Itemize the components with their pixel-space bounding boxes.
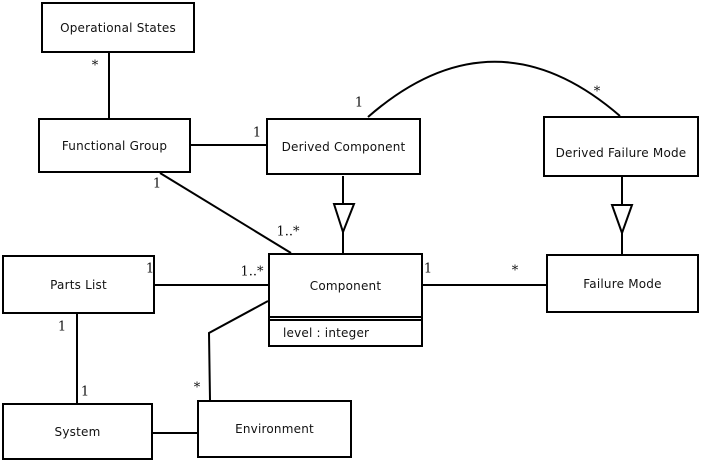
multiplicity-label: * bbox=[511, 263, 519, 279]
multiplicity-label: * bbox=[593, 84, 601, 100]
class-box-environment: Environment bbox=[197, 400, 352, 458]
class-box-component: Component level : integer bbox=[268, 253, 423, 347]
class-name: Functional Group bbox=[61, 138, 168, 153]
multiplicity-label: * bbox=[193, 380, 201, 396]
edge-derived-component-derived-failure-mode bbox=[367, 60, 621, 118]
multiplicity-label: 1..* bbox=[240, 264, 264, 280]
multiplicity-label: 1 bbox=[252, 125, 262, 141]
class-name: Operational States bbox=[60, 20, 176, 35]
multiplicity-label: 1 bbox=[354, 95, 364, 111]
multiplicity-label: * bbox=[91, 58, 99, 74]
class-name: Failure Mode bbox=[583, 276, 662, 291]
class-name: Environment bbox=[235, 422, 314, 436]
class-box-failure-mode: Failure Mode bbox=[546, 254, 699, 313]
multiplicity-label: 1..* bbox=[276, 224, 300, 240]
multiplicity-label: 1 bbox=[57, 319, 67, 335]
generalization-triangle-icon bbox=[610, 204, 634, 236]
class-box-functional-group: Functional Group bbox=[38, 118, 191, 173]
class-box-parts-list: Parts List bbox=[2, 255, 155, 314]
multiplicity-label: 1 bbox=[152, 176, 162, 192]
class-name: Derived Failure Mode bbox=[555, 146, 687, 160]
class-name: Component bbox=[309, 278, 382, 293]
class-name: System bbox=[54, 424, 101, 439]
class-box-system: System bbox=[2, 403, 153, 460]
edge-functional-group-component bbox=[159, 172, 292, 254]
class-box-derived-component: Derived Component bbox=[266, 118, 421, 175]
multiplicity-label: 1 bbox=[423, 261, 433, 277]
class-box-derived-failure-mode: Derived Failure Mode bbox=[543, 116, 699, 177]
class-box-operational-states: Operational States bbox=[41, 2, 195, 53]
generalization-triangle-icon bbox=[332, 203, 356, 235]
class-attributes-compartment: level : integer bbox=[270, 319, 421, 345]
class-name: Parts List bbox=[50, 277, 107, 292]
edge-component-environment bbox=[207, 300, 269, 401]
class-attribute: level : integer bbox=[283, 326, 370, 340]
multiplicity-label: 1 bbox=[145, 261, 155, 277]
class-name: Derived Component bbox=[281, 139, 406, 154]
class-name-compartment: Component bbox=[270, 255, 421, 318]
multiplicity-label: 1 bbox=[80, 384, 90, 400]
